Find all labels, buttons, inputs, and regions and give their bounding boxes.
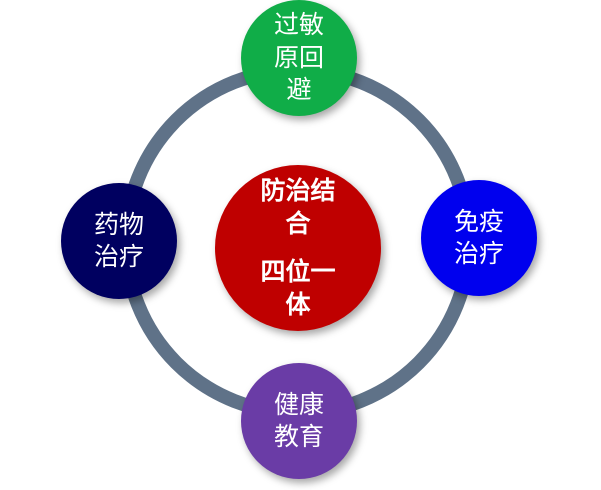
- center-line-1: 防治结: [260, 176, 336, 205]
- node-immunotherapy-line-1: 免疫: [453, 206, 504, 236]
- node-health-education-line-1: 健康: [273, 389, 324, 419]
- center-node: 防治结 合 四位一 体: [215, 165, 381, 331]
- node-drug-therapy-line-2: 治疗: [93, 242, 144, 271]
- node-drug-therapy: 药物 治疗: [61, 183, 177, 299]
- node-immunotherapy: 免疫 治疗: [421, 180, 537, 296]
- center-line-2: 合: [285, 208, 311, 238]
- node-health-education: 健康 教育: [241, 363, 357, 479]
- node-drug-therapy-line-1: 药物: [93, 209, 144, 239]
- node-health-education-line-2: 教育: [273, 422, 324, 451]
- center-line-3: 四位一: [260, 257, 336, 286]
- node-immunotherapy-line-2: 治疗: [453, 239, 504, 268]
- node-allergen-avoidance-line-2: 原回: [273, 42, 324, 72]
- node-allergen-avoidance-line-1: 过敏: [273, 10, 324, 40]
- center-line-4: 体: [285, 289, 311, 319]
- node-allergen-avoidance: 过敏 原回 避: [241, 0, 357, 116]
- node-allergen-avoidance-line-3: 避: [286, 75, 312, 105]
